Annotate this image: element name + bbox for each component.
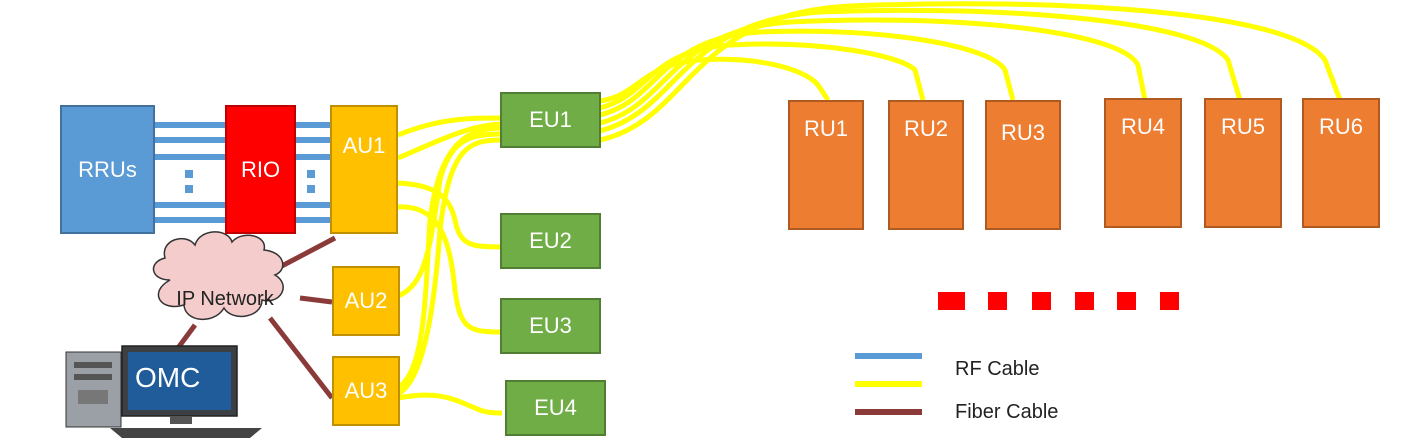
rio-label: RIO bbox=[240, 156, 281, 182]
ru1-label: RU1 bbox=[803, 116, 848, 141]
au2-label: AU2 bbox=[344, 288, 388, 313]
ru4-box: RU4 bbox=[1104, 98, 1182, 228]
rrus-label: RRUs bbox=[78, 156, 137, 182]
more-rus-indicator bbox=[938, 292, 1179, 310]
cloud-icon bbox=[152, 231, 284, 321]
ru6-box: RU6 bbox=[1302, 98, 1380, 228]
computer-icon bbox=[65, 345, 262, 438]
coax-cables-eu1-ru bbox=[599, 1, 1343, 143]
more-cables-indicator bbox=[185, 170, 315, 193]
ru5-box: RU5 bbox=[1204, 98, 1282, 228]
eu1-box: EU1 bbox=[500, 92, 601, 148]
omc-label: OMC bbox=[135, 362, 201, 393]
eu3-label: EU3 bbox=[529, 313, 572, 338]
ru6-label: RU6 bbox=[1318, 114, 1363, 139]
eu4-label: EU4 bbox=[534, 395, 577, 420]
eu2-label: EU2 bbox=[529, 228, 572, 253]
ru3-box: RU3 bbox=[985, 100, 1061, 230]
au1-label: AU1 bbox=[342, 133, 386, 158]
eu3-box: EU3 bbox=[500, 298, 601, 354]
rrus-box: RRUs bbox=[60, 105, 155, 234]
eu2-box: EU2 bbox=[500, 213, 601, 269]
ip-network-label: IP Network bbox=[176, 288, 274, 310]
fiber-cables bbox=[172, 235, 337, 400]
au1-box: AU1 bbox=[330, 105, 398, 234]
legend-swatches bbox=[855, 353, 922, 415]
eu1-label: EU1 bbox=[529, 107, 572, 132]
rio-box: RIO bbox=[225, 105, 296, 234]
au3-box: AU3 bbox=[332, 356, 400, 426]
ru1-box: RU1 bbox=[788, 100, 864, 230]
ru3-label: RU3 bbox=[1000, 120, 1045, 145]
legend-fiber-cable-label: Fiber Cable bbox=[955, 401, 1059, 423]
au2-box: AU2 bbox=[332, 266, 400, 336]
eu4-box: EU4 bbox=[505, 380, 606, 436]
ru2-label: RU2 bbox=[903, 116, 948, 141]
ru2-box: RU2 bbox=[888, 100, 964, 230]
au3-label: AU3 bbox=[344, 378, 388, 403]
legend-rf-cable-label: RF Cable bbox=[955, 358, 1040, 380]
rf-cables-rrus-rio bbox=[155, 122, 225, 223]
ru5-label: RU5 bbox=[1220, 114, 1265, 139]
rf-cables-rio-au1 bbox=[296, 122, 330, 223]
coax-cables-au-eu bbox=[396, 115, 503, 416]
ru4-label: RU4 bbox=[1120, 114, 1165, 139]
